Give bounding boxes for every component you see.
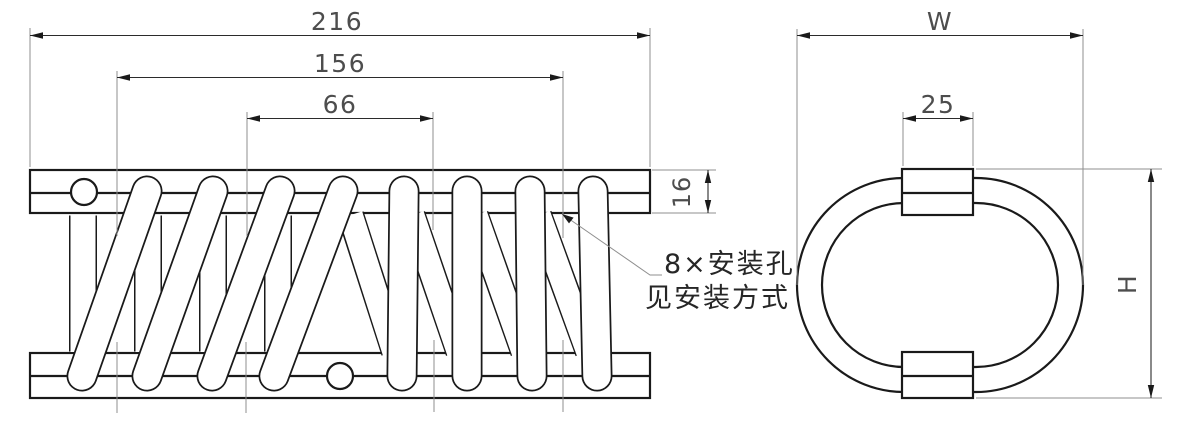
dimension-block-width: 25	[902, 90, 974, 166]
mounting-hole-bottom	[325, 361, 355, 391]
dim-w-text: W	[927, 7, 953, 36]
callout-line2: 见安装方式	[645, 283, 790, 314]
dimension-width: W	[796, 7, 1084, 285]
dim-216-text: 216	[311, 7, 363, 36]
coil-front-strands	[66, 175, 613, 392]
dim-16-text: 16	[668, 176, 696, 209]
dim-25-text: 25	[921, 90, 956, 119]
dim-156-text: 156	[314, 49, 366, 78]
mounting-hole-callout: 8×安装孔 见安装方式	[561, 213, 795, 314]
top-rail-section	[900, 167, 975, 217]
front-view: 216 156 66	[28, 7, 795, 413]
dimension-mounting-pitch: 66	[245, 90, 435, 413]
dim-h-text: H	[1113, 274, 1142, 294]
dim-66-text: 66	[323, 90, 358, 119]
dimension-rail-height: 16	[652, 169, 716, 214]
coil-ring	[795, 176, 1085, 394]
callout-line1: 8×安装孔	[664, 249, 795, 280]
bottom-rail-section	[900, 350, 975, 400]
dimension-overall-length: 216	[29, 7, 651, 167]
mounting-hole-top	[69, 177, 99, 207]
dimension-mounting-span: 156	[116, 49, 564, 413]
side-view: W 25 H	[795, 7, 1162, 400]
dimension-height: H	[976, 168, 1162, 399]
